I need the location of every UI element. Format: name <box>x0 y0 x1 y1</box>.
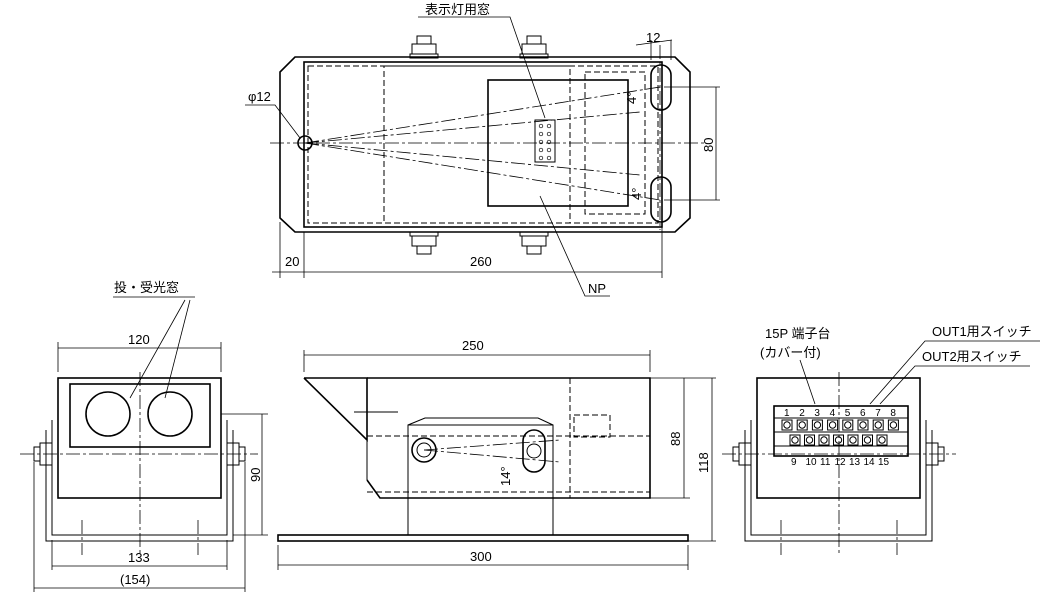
terminal-screw <box>887 419 899 431</box>
side-base-plate <box>277 534 689 542</box>
receiver-window <box>147 391 193 437</box>
terminal-number: 2 <box>799 408 805 419</box>
terminal-screw <box>876 434 888 446</box>
terminal-number: 3 <box>814 408 820 419</box>
out2-switch-label: OUT2用スイッチ <box>922 349 1022 364</box>
terminal-screw-head <box>798 421 806 429</box>
rear-mounting-bracket <box>750 420 927 536</box>
emitter-window <box>85 391 131 437</box>
terminal-screw <box>872 419 884 431</box>
side-length-top-dim: 250 <box>462 338 484 353</box>
terminal-screw <box>781 419 793 431</box>
terminal-number: 15 <box>878 457 890 468</box>
top-view-body <box>279 56 691 233</box>
mounting-slot-upper <box>650 64 672 111</box>
mounting-slot-lower <box>650 176 672 223</box>
side-pivot <box>411 437 437 463</box>
side-view: 250 88 118 300 14° <box>277 338 716 570</box>
front-width-dim: 120 <box>128 332 150 347</box>
terminal-screw <box>833 434 844 446</box>
terminal-screw-head <box>783 421 791 429</box>
terminal-screw-head <box>805 436 814 444</box>
terminal-screw-head <box>844 421 852 429</box>
terminal-screw <box>811 419 823 431</box>
length-dim: 260 <box>470 254 492 269</box>
top-view-inner-frame <box>303 61 663 228</box>
indicator-window-label: 表示灯用窓 <box>425 2 490 17</box>
indicator-window <box>534 119 556 163</box>
terminal-screw-head <box>820 436 828 444</box>
angle-lower-dim: 4° <box>629 188 644 200</box>
terminal-screw-head <box>859 421 867 429</box>
side-slot <box>522 429 546 473</box>
terminal-screw-head <box>791 436 799 444</box>
terminal-cover-label: (カバー付) <box>760 345 821 360</box>
terminal-screw-head <box>834 436 843 444</box>
terminal-screw <box>842 419 854 431</box>
terminal-number: 10 <box>806 457 818 468</box>
front-window-label: 投・受光窓 <box>114 280 179 295</box>
terminal-screw <box>862 434 873 446</box>
bottom-bolt-left <box>409 231 439 255</box>
terminal-number: 11 <box>820 457 831 468</box>
terminal-screw-head <box>813 421 822 429</box>
top-bolt-left <box>409 35 439 59</box>
terminal-screw-head <box>828 421 837 429</box>
side-hood <box>303 377 368 442</box>
base-width-dim: 133 <box>128 550 150 565</box>
indicator-leds <box>538 123 552 161</box>
side-length-base-dim: 300 <box>470 549 492 564</box>
terminal-block <box>773 405 909 457</box>
rear-body <box>756 377 921 499</box>
top-view: 表示灯用窓 φ12 12 4° 4° 80 20 260 NP <box>245 2 720 297</box>
mounting-bracket <box>51 420 228 536</box>
terminal-screw-head <box>863 436 872 444</box>
terminal-number: 8 <box>890 408 896 419</box>
terminal-screw-head <box>889 421 898 429</box>
slot-width-dim: 12 <box>646 30 660 45</box>
side-angle-dim: 14° <box>498 466 513 486</box>
front-body <box>57 377 222 499</box>
terminal-screw-head <box>874 421 882 429</box>
terminal-screw <box>818 434 830 446</box>
terminal-number: 9 <box>791 457 797 468</box>
side-height-overall-dim: 118 <box>696 452 711 473</box>
bottom-bolt-right <box>519 231 549 255</box>
front-view: 投・受光窓 120 90 133 (154) <box>20 280 268 592</box>
terminal-screw-head <box>878 436 886 444</box>
overall-width-dim: (154) <box>120 572 150 587</box>
terminal-screw <box>827 419 839 431</box>
terminal-screw <box>857 419 869 431</box>
terminal-screw <box>796 419 808 431</box>
front-height-dim: 90 <box>248 468 263 482</box>
terminal-screw <box>789 434 801 446</box>
terminal-number: 6 <box>860 408 866 419</box>
slot-spacing-dim: 80 <box>701 138 716 152</box>
terminal-number: 4 <box>830 408 836 419</box>
terminal-screw-head <box>849 436 857 444</box>
terminal-number: 13 <box>849 457 861 468</box>
terminal-number: 1 <box>784 408 790 419</box>
out1-switch-label: OUT1用スイッチ <box>932 324 1032 339</box>
terminal-screw <box>804 434 815 446</box>
angle-upper-dim: 4° <box>624 92 639 104</box>
terminal-screw <box>847 434 859 446</box>
hole-diameter-dim: φ12 <box>248 89 271 104</box>
left-offset-dim: 20 <box>285 254 299 269</box>
terminal-number: 14 <box>864 457 876 468</box>
terminal-number: 12 <box>835 457 847 468</box>
top-bolt-right <box>519 35 549 59</box>
terminal-block-label: 15P 端子台 <box>765 326 831 341</box>
terminal-number: 7 <box>875 408 881 419</box>
side-height-inner-dim: 88 <box>668 432 683 446</box>
terminal-number: 5 <box>845 408 851 419</box>
nameplate-label: NP <box>588 281 606 296</box>
